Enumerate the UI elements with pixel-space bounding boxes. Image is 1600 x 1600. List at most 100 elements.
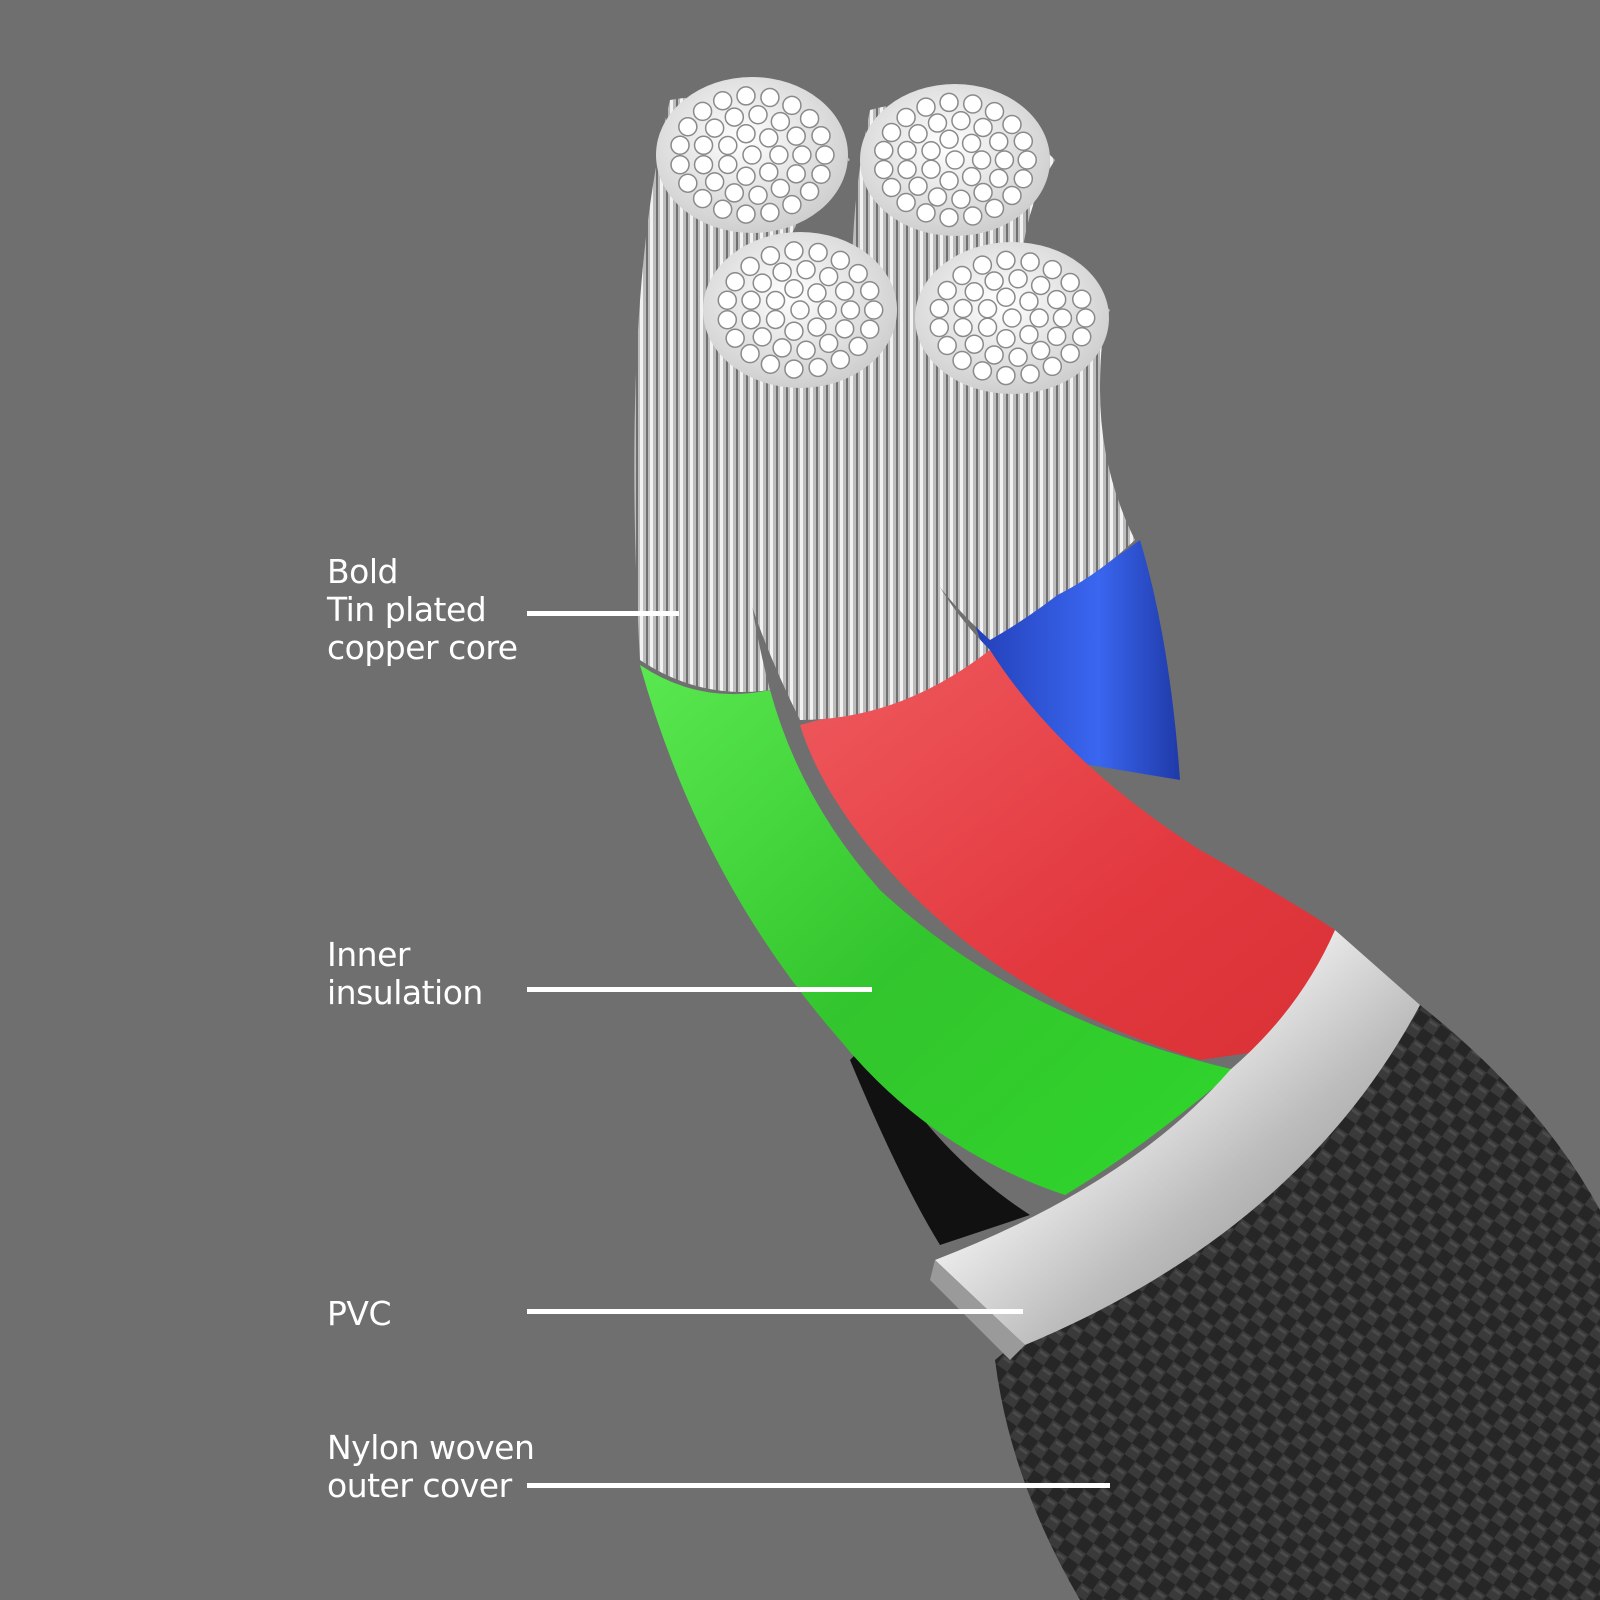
strand-end-dot (1019, 324, 1039, 345)
strand-end-dot (741, 290, 761, 311)
strand-end-dot (740, 256, 760, 277)
strand-end-dot (724, 107, 745, 127)
strand-end-dot (792, 145, 812, 165)
label-nylon-cover-line-2: outer cover (327, 1466, 512, 1505)
strand-end-dot (881, 122, 902, 143)
strand-end-dot (1008, 347, 1028, 367)
strand-end-dot (977, 317, 998, 337)
strand-end-dot (921, 141, 941, 161)
strand-end-dot (964, 282, 984, 302)
strand-end-dot (712, 90, 733, 111)
label-pvc: PVC (327, 1294, 392, 1333)
strand-end-dot (740, 343, 760, 364)
strand-end-dot (977, 299, 998, 319)
strand-end-dot (848, 336, 868, 357)
strand-end-dot (996, 287, 1016, 308)
strand-end-dot (1042, 259, 1063, 280)
strand-end-dot (752, 273, 772, 293)
strand-end-dot (1002, 185, 1022, 206)
strand-end-dot (748, 185, 768, 206)
strand-end-dot (811, 164, 831, 184)
strand-end-dot (996, 328, 1016, 349)
strand-end-dot (953, 317, 973, 338)
strand-end-dot (964, 334, 984, 354)
strand-end-dot (765, 309, 786, 330)
strand-end-dot (961, 133, 982, 154)
strand-end-dot (704, 118, 725, 138)
strand-end-dot (897, 159, 917, 180)
strand-end-dot (799, 108, 820, 129)
strand-end-dot (796, 340, 816, 361)
strand-end-dot (1071, 327, 1092, 347)
strand-end-dot (834, 281, 855, 301)
strand-end-dot (818, 266, 839, 287)
strand-end-dot (1046, 289, 1067, 310)
strand-end-dot (818, 333, 839, 354)
strand-end-dot (770, 111, 791, 132)
strand-end-dot (988, 168, 1009, 189)
strand-end-dot (736, 166, 756, 187)
strand-end-dot (953, 298, 973, 319)
strand-end-dot (874, 159, 894, 180)
strand-end-dot (1029, 308, 1049, 328)
strand-end-dot (972, 361, 993, 381)
strand-end-dot (742, 145, 762, 165)
leader-line-pvc (527, 1309, 1023, 1314)
strand-end-dot (988, 131, 1009, 152)
green-insulation (640, 665, 1235, 1195)
strand-end-dot (807, 283, 827, 303)
label-pvc-line-1: PVC (327, 1294, 392, 1333)
strand-end-dot (692, 188, 713, 209)
nylon-outer-cover (995, 1005, 1600, 1600)
strand-end-dot (765, 290, 786, 311)
strand-end-dot (718, 154, 738, 175)
strand-end-dot (929, 298, 950, 319)
label-copper-core-line-2: Tin plated (327, 590, 487, 629)
leader-line-inner-insulation (527, 987, 872, 992)
strand-end-dot (896, 192, 916, 213)
strand-end-dot (796, 259, 816, 280)
strand-end-dot (811, 126, 831, 146)
strand-end-dot (830, 250, 851, 271)
strand-end-dot (916, 97, 936, 117)
strand-end-dot (1052, 308, 1073, 328)
strand-end-dot (1017, 150, 1037, 170)
strand-end-dot (929, 317, 950, 338)
strand-end-dot (1019, 291, 1039, 312)
strand-end-dot (951, 111, 971, 131)
strand-end-dot (752, 327, 772, 347)
strand-end-dot (784, 321, 804, 342)
strand-end-dot (840, 300, 861, 320)
strand-end-dot (786, 126, 806, 146)
strand-end-dot (996, 250, 1016, 271)
strand-end-dot (807, 317, 827, 337)
strand-end-dot (984, 198, 1005, 219)
strand-end-dot (790, 300, 810, 320)
strand-end-dot (784, 241, 804, 261)
strand-end-dot (916, 203, 936, 223)
strand-end-dot (962, 94, 983, 114)
strand-end-dot (945, 150, 965, 170)
strand-end-dot (897, 140, 917, 161)
label-copper-core-line-3: copper core (327, 628, 518, 667)
strand-end-dot (984, 101, 1005, 122)
strand-end-dot (859, 319, 880, 339)
strand-end-dot (984, 345, 1004, 365)
strand-end-dot (772, 338, 792, 358)
label-inner-insulation: Inner insulation (327, 936, 483, 1012)
strand-end-dot (782, 95, 802, 116)
strand-end-dot (952, 350, 972, 371)
strand-end-dot (1008, 269, 1028, 289)
strand-end-dot (670, 155, 690, 175)
strand-end-dot (952, 265, 972, 286)
leader-line-copper-core (527, 611, 679, 616)
strand-end-dot (693, 135, 714, 156)
strand-ends (670, 86, 1096, 386)
strand-end-dot (741, 309, 761, 330)
strand-end-dot (996, 365, 1016, 386)
strand-end-dot (848, 263, 868, 284)
strand-end-dot (939, 207, 959, 228)
strand-end-dot (784, 278, 804, 299)
label-inner-insulation-line-1: Inner (327, 935, 410, 974)
